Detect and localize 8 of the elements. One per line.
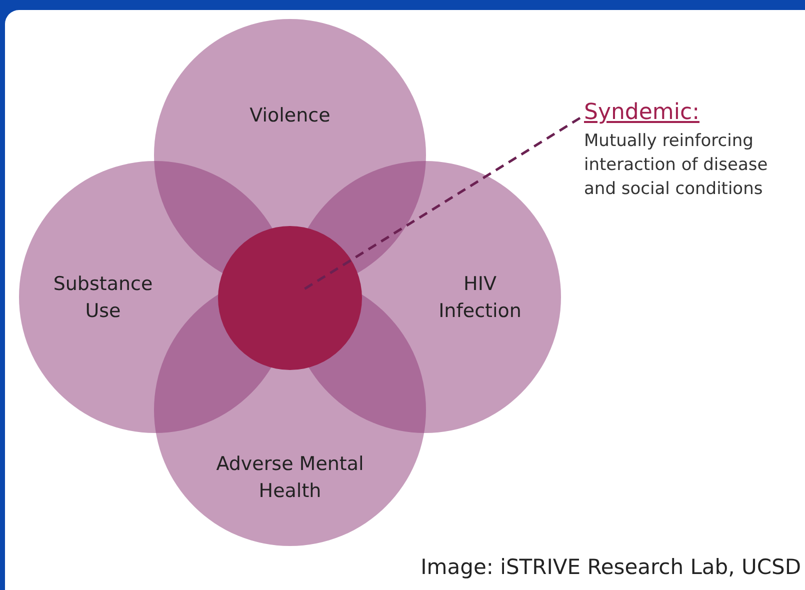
region-label: HIV Infection <box>438 272 522 324</box>
definition-text: Mutually reinforcing interaction of disease and social conditions <box>584 130 769 201</box>
region-label: Violence <box>248 104 332 128</box>
region-label: Adverse Mental Health <box>215 452 365 504</box>
image-credit: Image: iSTRIVE Research Lab, UCSD <box>420 555 801 579</box>
leader-line <box>302 116 581 292</box>
heading: Syndemic: <box>584 100 700 125</box>
region-label: Substance Use <box>52 272 154 324</box>
